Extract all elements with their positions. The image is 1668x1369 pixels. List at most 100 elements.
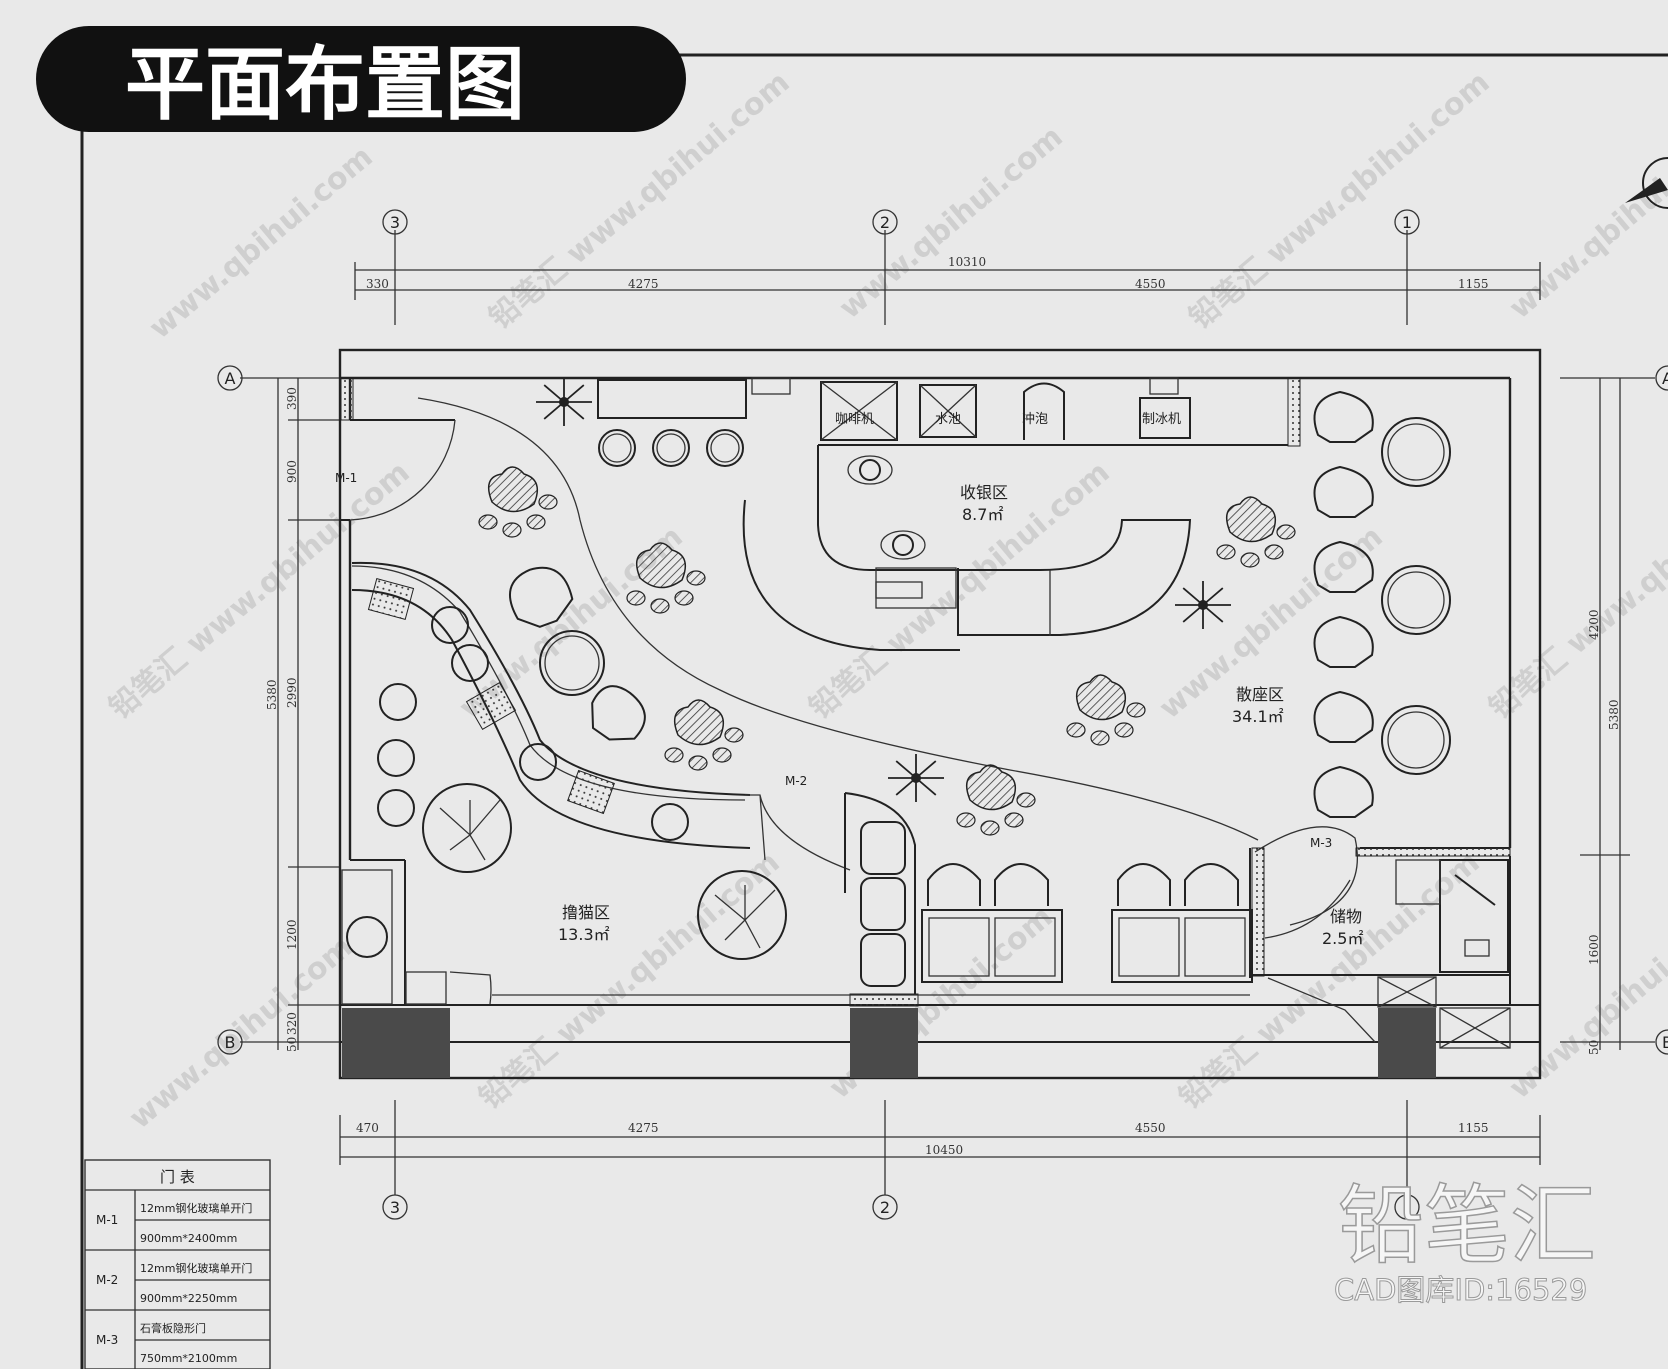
- axis-b: B: [225, 1033, 236, 1052]
- paw-toe: [1216, 544, 1236, 560]
- trees: [422, 783, 787, 960]
- armchair: [1313, 615, 1374, 668]
- door-table: [84, 1159, 271, 1369]
- door-tag-m2: M-2: [785, 774, 807, 788]
- axis-1-bottom: 1: [1402, 1198, 1412, 1217]
- plant-icon: [911, 773, 921, 783]
- curved-bench: [351, 561, 751, 849]
- round-table: [1381, 417, 1451, 487]
- armchair: [1313, 465, 1374, 518]
- paw-pad: [673, 699, 725, 746]
- axis-bubbles-top: [382, 209, 1420, 235]
- column-middle: [850, 1008, 918, 1078]
- axis-a-right: A: [1662, 369, 1668, 388]
- zone-cat-area: 13.3㎡: [558, 925, 610, 944]
- brand-logo: 铅笔汇: [1338, 1176, 1596, 1276]
- round-table-top: [1387, 423, 1445, 481]
- exterior-walls: [338, 348, 1542, 1080]
- axis-3-top: 3: [390, 213, 400, 232]
- axis-bubbles-rows: [217, 365, 1668, 1055]
- armchair: [1313, 390, 1374, 443]
- paw-toe: [1126, 702, 1146, 718]
- bottom-booths: [921, 863, 1253, 983]
- round-table-top: [1387, 571, 1445, 629]
- brewer-shape: [1023, 382, 1065, 440]
- door-spec-1a: 12mm钢化玻璃单开门: [140, 1201, 252, 1215]
- coffee-machine-box: [820, 381, 898, 441]
- paw-toe: [1066, 722, 1086, 738]
- zone-seating-name: 散座区: [1236, 685, 1284, 704]
- round-table: [1381, 565, 1451, 635]
- paw-pad: [965, 764, 1017, 811]
- axis-a: A: [225, 369, 236, 388]
- bottom-dim-2: 4275: [628, 1121, 659, 1135]
- axis-3-bottom: 3: [390, 1198, 400, 1217]
- left-dim-5: 320: [285, 1012, 299, 1035]
- watermark-text: www.qbihui.com: [143, 139, 380, 346]
- round-table-top: [1387, 711, 1445, 769]
- left-dim-3: 2990: [285, 677, 299, 708]
- bottom-dimension-lines: [339, 1100, 1541, 1195]
- round-table: [1381, 705, 1451, 775]
- sheet-frame: [80, 53, 1668, 1369]
- door-code-3: M-3: [96, 1333, 118, 1347]
- left-dim-4: 1200: [285, 919, 299, 950]
- paw-pad: [635, 542, 687, 589]
- bottom-dim-3: 4550: [1135, 1121, 1166, 1135]
- door-code-1: M-1: [96, 1213, 118, 1227]
- paw-toe: [502, 522, 522, 538]
- bar-stools-top: [598, 429, 744, 467]
- page-title: 平面布置图: [125, 38, 525, 131]
- paw-pad: [487, 466, 539, 513]
- plant-icon: [1198, 600, 1208, 610]
- left-dim-1: 390: [285, 387, 299, 410]
- paw-toe: [1240, 552, 1260, 568]
- right-dim-1: 4200: [1587, 609, 1601, 640]
- paw-toe: [650, 598, 670, 614]
- armchair: [1313, 765, 1374, 818]
- watermark-text: www.qbihui.com: [1503, 899, 1668, 1106]
- paw-toe: [1090, 730, 1110, 746]
- paw-toe: [1276, 524, 1296, 540]
- bottom-dim-4: 1155: [1458, 1121, 1489, 1135]
- paw-toe: [1264, 544, 1284, 560]
- paw-toe: [1114, 722, 1134, 738]
- right-dim-4: 50: [1587, 1040, 1601, 1055]
- bottom-dim-1: 470: [356, 1121, 379, 1135]
- door-spec-2b: 900mm*2250mm: [140, 1292, 237, 1305]
- door-spec-2a: 12mm钢化玻璃单开门: [140, 1261, 252, 1275]
- bottom-total-dim: 10450: [925, 1143, 963, 1157]
- left-dimension-lines: [240, 377, 340, 1050]
- paw-toe: [956, 812, 976, 828]
- label-ice-machine: 制冰机: [1142, 412, 1181, 427]
- door-table-title: 门 表: [160, 1168, 195, 1186]
- cat-paw-prints: [478, 466, 1296, 836]
- column-right: [1378, 1008, 1436, 1078]
- left-dim-6: 50: [285, 1037, 299, 1052]
- paw-toe: [664, 747, 684, 763]
- armchair: [1313, 690, 1374, 743]
- top-dim-4: 1155: [1458, 277, 1489, 291]
- paw-toe: [478, 514, 498, 530]
- axis-bubbles-bottom: [382, 1194, 1420, 1220]
- bottom-wall: [340, 993, 1540, 1078]
- paw-toe: [1004, 812, 1024, 828]
- top-dimension-lines: [354, 230, 1541, 325]
- compass-icon: [1625, 157, 1668, 209]
- paw-toe: [674, 590, 694, 606]
- watermark-text: www.qbihui.com: [1503, 119, 1668, 326]
- watermark-text: www.qbihui.com: [123, 929, 360, 1136]
- zone-storage-name: 储物: [1330, 907, 1362, 926]
- door-tag-m1: M-1: [335, 471, 357, 485]
- paw-toe: [538, 494, 558, 510]
- zone-cat-name: 撸猫区: [562, 903, 610, 922]
- label-coffee-machine: 咖啡机: [835, 412, 874, 427]
- right-dimension-lines: [1560, 377, 1655, 1050]
- partition-walls: [341, 792, 1511, 1049]
- paw-pad: [1225, 496, 1277, 543]
- ice-machine-box: [1139, 397, 1191, 439]
- top-total-dim: 10310: [948, 255, 986, 269]
- door-spec-3b: 750mm*2100mm: [140, 1352, 237, 1365]
- label-sink: 水池: [935, 412, 961, 427]
